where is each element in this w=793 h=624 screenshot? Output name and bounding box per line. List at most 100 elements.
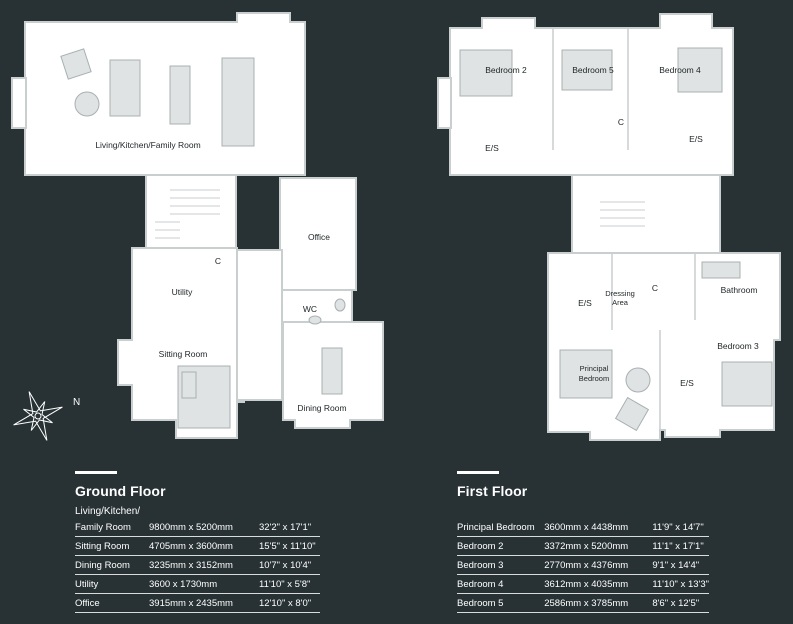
room-imperial: 8'6" x 12'5"	[652, 593, 709, 613]
room-name: Bedroom 2	[457, 536, 545, 556]
dining-table-icon	[169, 65, 191, 125]
room-imperial: 11'9" x 14'7"	[652, 518, 709, 537]
wc-basin-icon	[334, 298, 346, 312]
room-metric: 3915mm x 2435mm	[149, 593, 259, 613]
plan-label-principal-bedroom: Bedroom	[579, 374, 609, 383]
room-imperial: 11'10" x 5'8"	[259, 574, 320, 594]
plan-label-wc: WC	[303, 304, 317, 314]
room-name: Sitting Room	[75, 536, 149, 556]
plan-label-sitting: Sitting Room	[159, 349, 208, 359]
plan-label-cupboard-mid: C	[652, 283, 658, 293]
plan-label-bed2: Bedroom 2	[485, 65, 527, 75]
upper-bedrooms-shape	[449, 13, 734, 176]
ground-floor-schedule: Ground Floor Living/Kitchen/ Family Room…	[75, 471, 320, 613]
compass-rose-icon	[13, 391, 63, 441]
plan-label-dressing-area: Area	[612, 298, 629, 307]
sitting-table-icon	[181, 371, 197, 399]
room-metric: 2770mm x 4376mm	[544, 555, 653, 575]
round-table-icon	[74, 91, 100, 117]
room-imperial: 11'1" x 17'1"	[652, 536, 709, 556]
plan-label-dressing: Dressing	[605, 289, 635, 298]
wc-toilet-icon	[308, 315, 322, 325]
room-metric: 3600 x 1730mm	[149, 574, 259, 594]
first-bay-left	[437, 77, 452, 129]
room-imperial: 32'2" x 17'1"	[259, 518, 320, 537]
room-name: Principal Bedroom	[457, 518, 545, 537]
plan-label-es-bed3: E/S	[680, 378, 694, 388]
room-metric: 3235mm x 3152mm	[149, 555, 259, 575]
internal-walls	[281, 28, 696, 430]
principal-table-icon	[625, 367, 651, 393]
central-hall-shape	[236, 249, 283, 401]
plan-label-living: Living/Kitchen/Family Room	[95, 140, 200, 150]
plan-label-utility: Utility	[172, 287, 194, 297]
room-metric: 4705mm x 3600mm	[149, 536, 259, 556]
ground-furniture	[60, 48, 346, 429]
first-furniture	[459, 47, 773, 432]
room-name: Bedroom 5	[457, 593, 545, 613]
room-imperial: 11'10" x 13'3"	[652, 574, 709, 594]
principal-bed-icon	[559, 349, 613, 399]
plan-label-cupboard-top: C	[618, 117, 624, 127]
bed3-bed-icon	[721, 361, 773, 407]
room-metric: 9800mm x 5200mm	[149, 518, 259, 537]
room-imperial: 15'5" x 11'10"	[259, 536, 320, 556]
first-stair-shape	[571, 174, 721, 254]
bath-icon	[701, 261, 741, 279]
room-name: Dining Room	[75, 555, 149, 575]
plan-label-es-left: E/S	[485, 143, 499, 153]
principal-chair-icon	[614, 396, 650, 432]
kitchen-island-icon	[221, 57, 255, 147]
plan-label-bed5: Bedroom 5	[572, 65, 614, 75]
plan-label-es-principal: E/S	[578, 298, 592, 308]
room-metric: 3600mm x 4438mm	[544, 518, 653, 537]
stair-hall-shape	[145, 174, 237, 251]
plan-label-principal: Principal	[580, 364, 609, 373]
room-name: Bedroom 3	[457, 555, 545, 575]
first-floor-note-spacer	[457, 506, 709, 518]
room-name: Family Room	[75, 518, 149, 537]
living-bay-window	[11, 77, 27, 129]
ground-floor-title: Ground Floor	[75, 483, 166, 499]
bed2-bed-icon	[459, 49, 513, 97]
ground-floor-note: Living/Kitchen/	[75, 506, 141, 517]
armchair-icon	[60, 48, 92, 80]
first-stairs	[600, 201, 645, 227]
living-room-shape	[24, 12, 306, 176]
plan-label-dining: Dining Room	[297, 403, 346, 413]
plan-label-bed4: Bedroom 4	[659, 65, 701, 75]
room-name: Office	[75, 593, 149, 613]
plan-label-cupboard: C	[215, 256, 221, 266]
bed4-bed-icon	[677, 47, 723, 93]
room-imperial: 10'7" x 10'4"	[259, 555, 320, 575]
ground-stairs	[155, 189, 220, 239]
dining-room-table-icon	[321, 347, 343, 395]
room-imperial: 9'1" x 14'4"	[652, 555, 709, 575]
ground-floor-plan	[11, 12, 384, 439]
room-imperial: 12'10" x 8'0"	[259, 593, 320, 613]
plan-label-es-right: E/S	[689, 134, 703, 144]
plan-label-office: Office	[308, 232, 330, 242]
ground-floor-accent-bar	[75, 471, 117, 474]
bed5-bed-icon	[561, 49, 613, 91]
first-floor-accent-bar	[457, 471, 499, 474]
office-shape	[279, 177, 357, 291]
plan-label-bed3: Bedroom 3	[717, 341, 759, 351]
room-metric: 3372mm x 5200mm	[544, 536, 653, 556]
sofa-icon	[109, 59, 141, 117]
compass-north-label: N	[73, 397, 81, 408]
first-floor-title: First Floor	[457, 483, 528, 499]
